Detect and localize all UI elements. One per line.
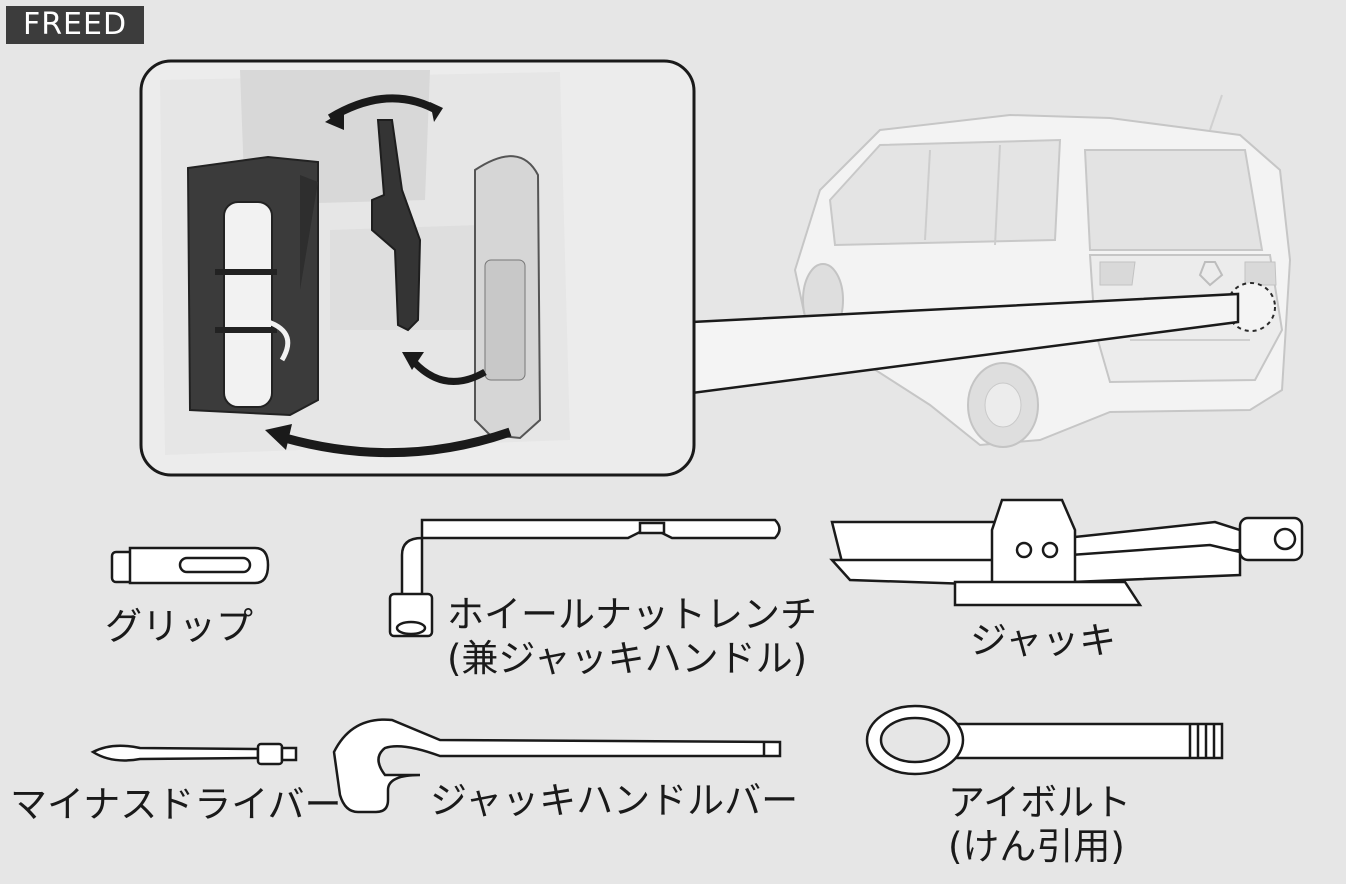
jack-illustration [829, 498, 1304, 607]
jack-handle-bar-label: ジャッキハンドルバー [430, 779, 799, 822]
eye-bolt-illustration [865, 704, 1224, 776]
eye-bolt-label: アイボルト [948, 781, 1132, 824]
eye-bolt-sublabel: (けん引用) [948, 825, 1125, 868]
grip-label: グリップ [105, 605, 253, 648]
jack-label: ジャッキ [970, 619, 1117, 662]
grip-illustration [110, 546, 270, 585]
wheel-nut-wrench-illustration [388, 518, 781, 638]
wheel-nut-wrench-label: ホイールナットレンチ [447, 593, 817, 636]
model-badge: FREED [6, 6, 144, 44]
flathead-screwdriver-illustration [90, 742, 298, 766]
jack-handle-bar-illustration [332, 718, 782, 814]
cargo-detail-inset [139, 59, 696, 477]
wheel-nut-wrench-sublabel: (兼ジャッキハンドル) [447, 637, 808, 680]
car-illustration [793, 94, 1292, 448]
flathead-screwdriver-label: マイナスドライバー [10, 783, 342, 826]
